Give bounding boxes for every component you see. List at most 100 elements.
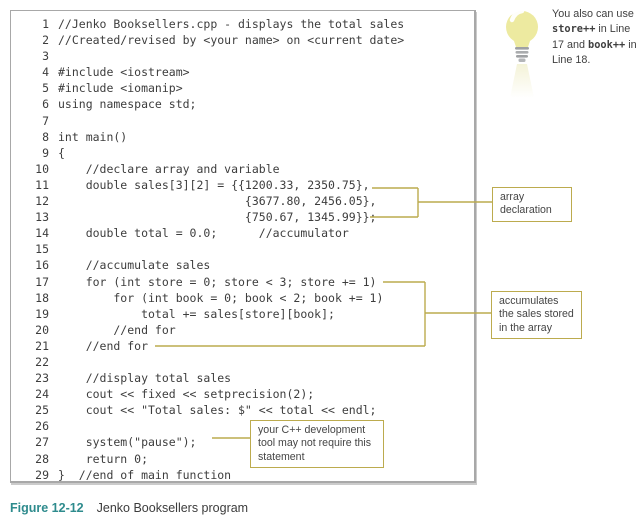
code-text: //display total sales <box>58 371 232 386</box>
line-number: 2 <box>42 33 49 48</box>
line-number: 26 <box>35 419 49 434</box>
code-line: 8 int main() <box>21 129 468 145</box>
code-text: #include <iostream> <box>58 65 190 80</box>
code-line: 14 double total = 0.0; //accumulator <box>21 225 468 241</box>
line-number: 4 <box>42 65 49 80</box>
code-line: 24 cout << fixed << setprecision(2); <box>21 386 468 402</box>
code-line: 18 for (int book = 0; book < 2; book += … <box>21 290 468 306</box>
tip-text: You also can use store++ in Line 17 and … <box>552 7 641 69</box>
line-number: 15 <box>35 242 49 257</box>
bulb-base <box>515 47 529 62</box>
code-line: 16 //accumulate sales <box>21 257 468 273</box>
lightbulb-tip-icon <box>506 8 538 98</box>
code-line: 26 <box>21 418 468 434</box>
line-number: 18 <box>35 290 49 305</box>
line-number: 7 <box>42 113 49 128</box>
code-line: 6 using namespace std; <box>21 96 468 112</box>
annotation-pause-note: your C++ development tool may not requir… <box>250 420 384 469</box>
annotation-accumulates: accumulates the sales stored in the arra… <box>491 291 582 340</box>
line-number: 28 <box>35 451 49 466</box>
code-text: double sales[3][2] = {{1200.33, 2350.75}… <box>58 177 370 192</box>
code-text: system("pause"); <box>58 435 197 450</box>
code-text: using namespace std; <box>58 97 197 112</box>
code-line: 9{ <box>21 145 468 161</box>
code-text: for (int store = 0; store < 3; store += … <box>58 274 377 289</box>
code-text: for (int book = 0; book < 2; book += 1) <box>58 290 384 305</box>
annotation-text: accumulates the sales stored in the arra… <box>499 295 574 334</box>
line-number: 14 <box>35 226 49 241</box>
tip-code-term: book++ <box>588 38 626 51</box>
code-line: 27 system("pause"); <box>21 434 468 450</box>
line-number: 23 <box>35 371 49 386</box>
line-number: 22 <box>35 354 49 369</box>
line-number: 11 <box>35 177 49 192</box>
code-line: 10 //declare array and variable <box>21 161 468 177</box>
code-text: //declare array and variable <box>58 161 280 176</box>
code-line: 20 //end for <box>21 322 468 338</box>
code-line: 1 //Jenko Booksellers.cpp - displays the … <box>21 16 468 32</box>
annotation-array-declaration: array declaration <box>492 187 572 222</box>
line-number: 13 <box>35 210 49 225</box>
code-text: //accumulate sales <box>58 258 211 273</box>
code-text: {750.67, 1345.99}}; <box>58 210 377 225</box>
figure-title: Jenko Booksellers program <box>96 501 249 515</box>
code-text: { <box>58 145 65 160</box>
code-line: 23 //display total sales <box>21 370 468 386</box>
code-lines: 1 //Jenko Booksellers.cpp - displays the … <box>21 16 468 483</box>
code-line: 12 {3677.80, 2456.05}, <box>21 193 468 209</box>
code-line: 11 double sales[3][2] = {{1200.33, 2350.… <box>21 177 468 193</box>
line-number: 9 <box>42 145 49 160</box>
code-text: //Created/revised by <your name> on <cur… <box>58 33 405 48</box>
code-text: #include <iomanip> <box>58 81 183 96</box>
code-line: 22 <box>21 354 468 370</box>
code-line: 3 <box>21 48 468 64</box>
figure-number: Figure 12-12 <box>10 501 84 515</box>
line-number: 19 <box>35 306 49 321</box>
code-text: //Jenko Booksellers.cpp - displays the t… <box>58 17 405 31</box>
line-number: 3 <box>42 49 49 64</box>
code-line: 21 //end for <box>21 338 468 354</box>
code-line: 4 #include <iostream> <box>21 64 468 80</box>
line-number: 12 <box>35 194 49 209</box>
line-number: 17 <box>35 274 49 289</box>
code-text: //end for <box>58 322 176 337</box>
code-line: 7 <box>21 113 468 129</box>
code-line: 25 cout << "Total sales: $" << total << … <box>21 402 468 418</box>
code-line: 29 } //end of main function <box>21 467 468 483</box>
code-text: {3677.80, 2456.05}, <box>58 194 377 209</box>
code-line: 2 //Created/revised by <your name> on <cu… <box>21 32 468 48</box>
bulb-glass <box>506 8 538 47</box>
code-line: 5 #include <iomanip> <box>21 80 468 96</box>
code-text: double total = 0.0; //accumulator <box>58 226 349 241</box>
line-number: 27 <box>35 435 49 450</box>
line-number: 6 <box>42 97 49 112</box>
figure-caption: Figure 12-12 Jenko Booksellers program <box>10 501 248 515</box>
code-text: cout << fixed << setprecision(2); <box>58 387 315 402</box>
code-line: 17 for (int store = 0; store < 3; store … <box>21 274 468 290</box>
line-number: 20 <box>35 322 49 337</box>
line-number: 21 <box>35 338 49 353</box>
tip-text-segment: in Line 18. <box>552 38 637 67</box>
code-line: 19 total += sales[store][book]; <box>21 306 468 322</box>
code-line: 28 return 0; <box>21 451 468 467</box>
tip-text-segment: in Line 17 and <box>552 23 631 51</box>
code-listing-panel: 1 //Jenko Booksellers.cpp - displays the … <box>10 10 476 483</box>
line-number: 16 <box>35 258 49 273</box>
code-text: return 0; <box>58 451 149 466</box>
line-number: 5 <box>42 81 49 96</box>
code-line: 15 <box>21 241 468 257</box>
line-number: 29 <box>35 467 49 482</box>
code-text: total += sales[store][book]; <box>58 306 335 321</box>
annotation-text: array declaration <box>500 191 552 217</box>
line-number: 25 <box>35 403 49 418</box>
code-text: //end for <box>58 338 149 353</box>
line-number: 1 <box>42 17 49 31</box>
line-number: 10 <box>35 161 49 176</box>
code-line: 13 {750.67, 1345.99}}; <box>21 209 468 225</box>
line-number: 8 <box>42 129 49 144</box>
code-text: int main() <box>58 129 128 144</box>
tip-text-segment: You also can use <box>552 8 634 20</box>
code-text: cout << "Total sales: $" << total << end… <box>58 403 377 418</box>
code-text: } //end of main function <box>58 467 232 482</box>
